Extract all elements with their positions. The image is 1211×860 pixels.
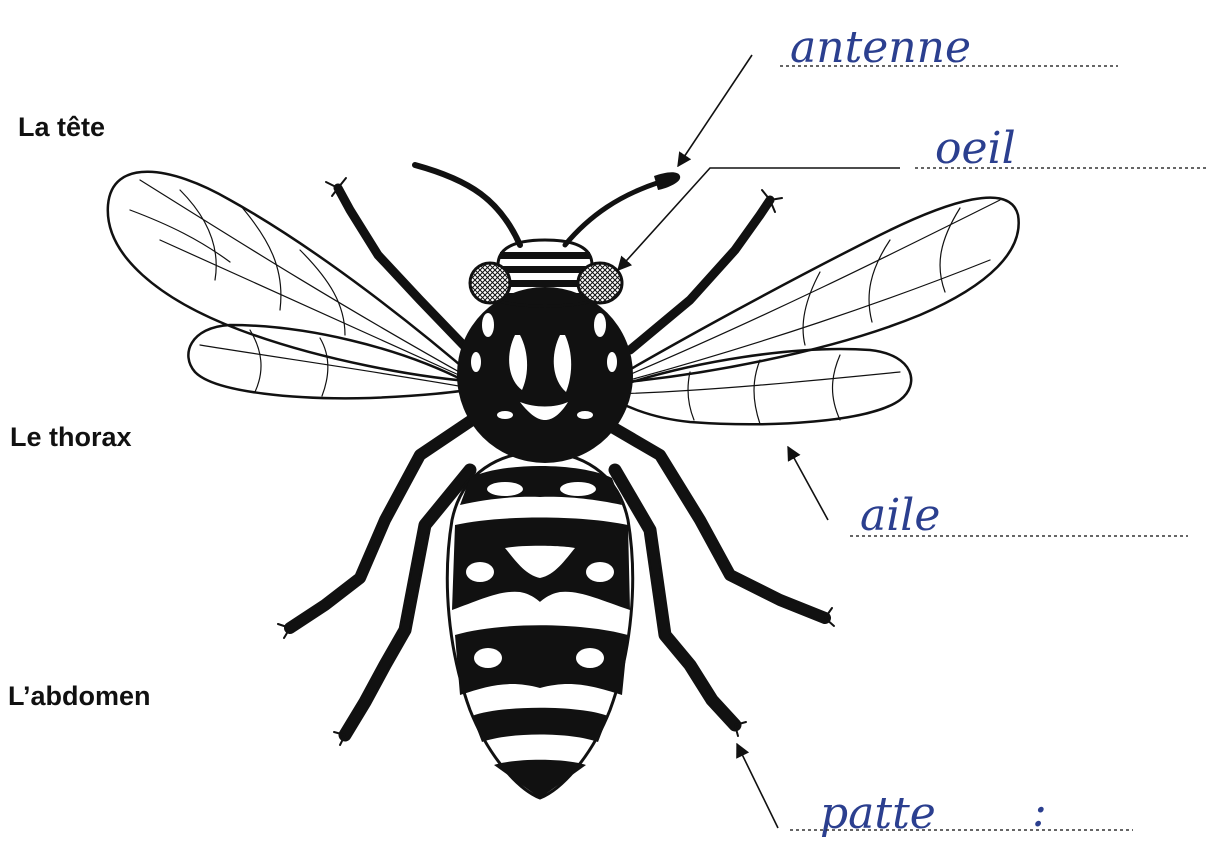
wing-label: aile <box>860 490 940 541</box>
region-label-abdomen: L’abdomen <box>8 681 151 711</box>
antenna-pointer <box>678 55 752 166</box>
thorax <box>457 287 633 463</box>
abdomen <box>447 452 632 798</box>
region-label-head: La tête <box>18 112 105 142</box>
leg-pointer <box>737 744 778 828</box>
region-label-thorax: Le thorax <box>10 422 132 452</box>
left-eye <box>470 263 510 303</box>
eye-label: oeil <box>935 123 1016 174</box>
left-wings <box>108 172 480 399</box>
right-eye <box>578 263 622 303</box>
wing-pointer <box>788 447 828 520</box>
right-wings <box>602 198 1019 425</box>
head <box>470 240 622 306</box>
antennae <box>415 165 680 245</box>
leg-label: patte <box>820 788 936 839</box>
